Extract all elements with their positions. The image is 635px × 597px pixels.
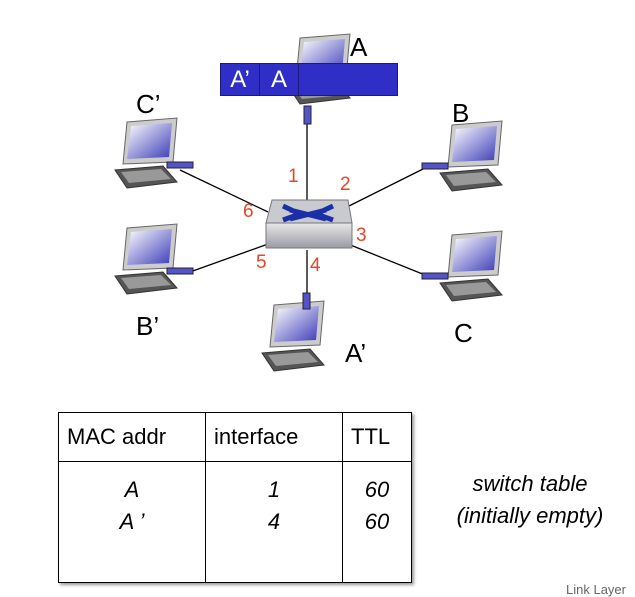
- computer-b-prime-icon: [114, 223, 194, 295]
- header-mac: MAC addr: [58, 412, 206, 462]
- cell-interface: 4: [267, 509, 281, 534]
- node-label-a: A: [350, 32, 368, 62]
- switch-icon: [265, 199, 353, 249]
- port-4: 4: [310, 255, 321, 276]
- frame-dest: A’: [221, 64, 260, 95]
- caption-line1: switch table: [472, 471, 588, 496]
- node-label-c-prime: C’: [136, 89, 161, 119]
- cell-interface: 1: [267, 477, 281, 502]
- computer-c-prime-icon: [114, 117, 194, 189]
- port-2: 2: [340, 174, 351, 195]
- ethernet-frame: A’ A: [220, 63, 398, 96]
- frame-payload: [299, 64, 397, 95]
- cell-ttl: 60: [364, 509, 390, 534]
- header-interface: interface: [205, 412, 343, 462]
- port-5: 5: [256, 252, 267, 273]
- caption-line2: (initially empty): [456, 503, 604, 528]
- node-label-a-prime: A’: [345, 338, 367, 368]
- port-6: 6: [243, 201, 254, 222]
- port-1: 1: [288, 166, 299, 187]
- computer-b-icon: [421, 120, 504, 192]
- node-label-b-prime: B’: [136, 311, 160, 341]
- mac-column: A A ’: [58, 461, 206, 583]
- computer-a-prime-icon: [261, 292, 326, 372]
- table-caption: switch table (initially empty): [430, 468, 630, 532]
- footer-text: Link Layer: [566, 582, 626, 597]
- port-3: 3: [356, 225, 367, 246]
- node-label-b: B: [452, 98, 470, 128]
- cell-ttl: 60: [364, 477, 390, 502]
- node-label-c: C: [454, 318, 473, 348]
- frame-src: A: [260, 64, 299, 95]
- header-ttl: TTL: [342, 412, 412, 462]
- computer-c-icon: [421, 230, 504, 302]
- links: [179, 120, 426, 300]
- cell-mac: A: [124, 477, 140, 502]
- cell-mac: A ’: [119, 509, 145, 534]
